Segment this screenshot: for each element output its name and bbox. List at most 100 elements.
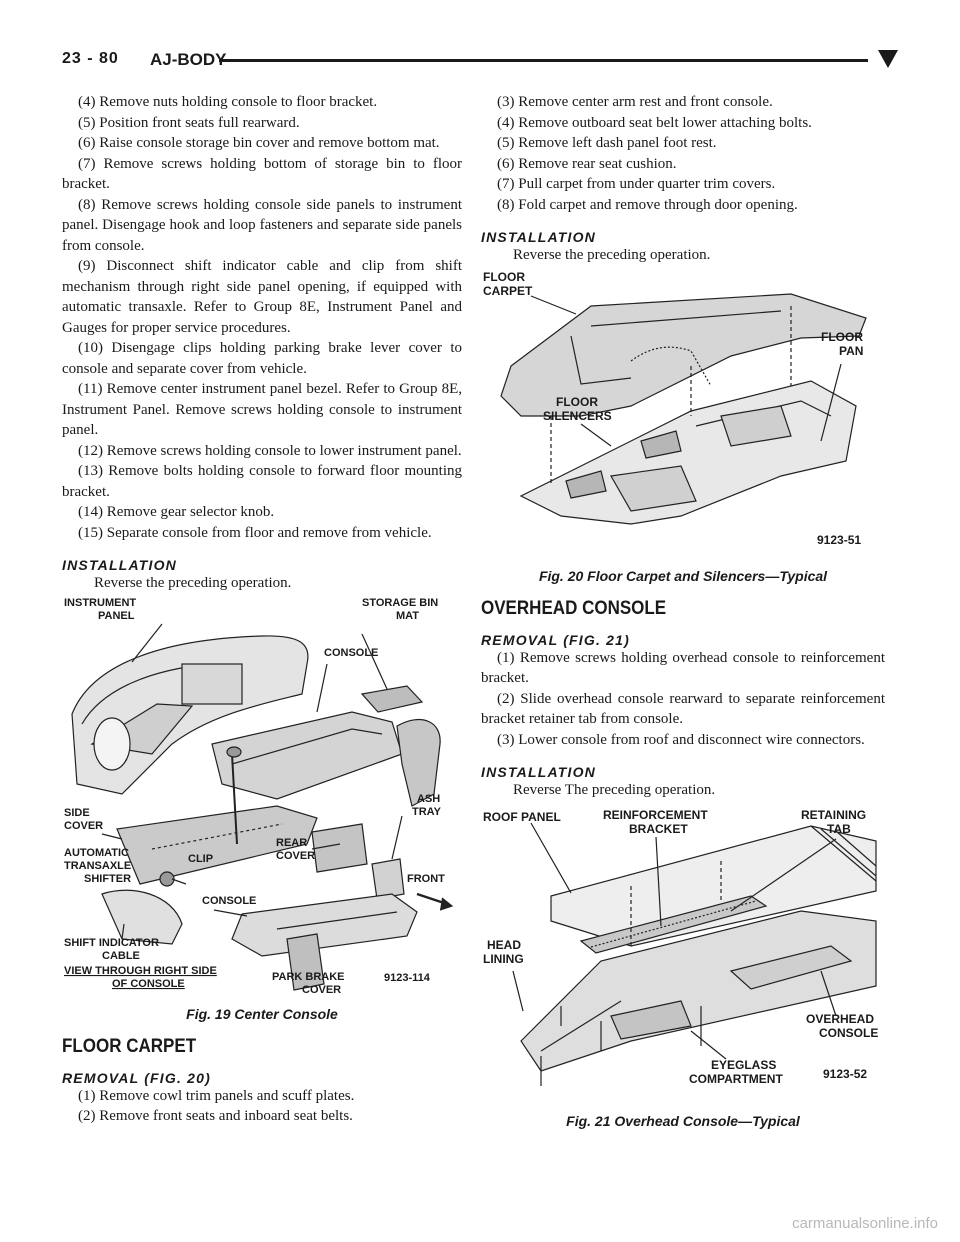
fig19-label-park-cover: COVER <box>302 984 341 996</box>
step: (5) Remove left dash panel foot rest. <box>497 135 717 151</box>
svg-text:REINFORCEMENT: REINFORCEMENT <box>603 808 708 822</box>
svg-text:PANEL: PANEL <box>98 610 135 622</box>
svg-text:STORAGE BIN: STORAGE BIN <box>362 597 438 609</box>
fig19-label-rear: REAR <box>276 837 307 849</box>
fig21-label-eyeglass: EYEGLASS <box>711 1058 776 1072</box>
svg-text:LINING: LINING <box>483 952 524 966</box>
svg-text:COVER: COVER <box>276 850 315 862</box>
step: (3) Remove center arm rest and front con… <box>497 94 773 110</box>
right-column: (3) Remove center arm rest and front con… <box>481 92 885 1129</box>
svg-text:AUTOMATIC: AUTOMATIC <box>64 847 129 859</box>
floor-carpet-heading: FLOOR CARPET <box>62 1034 197 1056</box>
fig19-label-cover: COVER <box>64 820 103 832</box>
svg-text:CABLE: CABLE <box>102 950 140 962</box>
fig19-label-cable: CABLE <box>102 950 140 962</box>
step: (12) Remove screws holding console to lo… <box>78 442 462 459</box>
svg-text:ASH: ASH <box>417 793 440 805</box>
svg-text:COMPARTMENT: COMPARTMENT <box>689 1072 783 1086</box>
fig21-label-compartment: COMPARTMENT <box>689 1072 783 1086</box>
step: (5) Position front seats full rearward. <box>78 114 300 131</box>
step: (7) Pull carpet from under quarter trim … <box>497 176 776 192</box>
svg-text:FLOOR: FLOOR <box>821 330 863 344</box>
step: (8) Remove screws holding console side p… <box>62 196 462 254</box>
svg-text:FLOOR: FLOOR <box>483 270 525 284</box>
fig19-label-mat: MAT <box>396 610 419 622</box>
fig19-label-automatic: AUTOMATIC <box>64 847 129 859</box>
installation-text: Reverse the preceding operation. <box>513 247 711 263</box>
fig19-label-console-top: CONSOLE <box>324 647 378 659</box>
fig19-label-view-through: VIEW THROUGH RIGHT SIDE <box>64 965 217 977</box>
step: (13) Remove bolts holding console to for… <box>62 463 462 500</box>
left-column: (4) Remove nuts holding console to floor… <box>62 92 462 1127</box>
removal-fig21-heading: REMOVAL (FIG. 21) <box>481 631 631 648</box>
fig21-label-bracket: BRACKET <box>629 822 688 836</box>
svg-text:BRACKET: BRACKET <box>629 822 688 836</box>
fig19-label-shift-indicator: SHIFT INDICATOR <box>64 937 159 949</box>
step: (15) Separate console from floor and rem… <box>78 524 432 541</box>
svg-text:CARPET: CARPET <box>483 284 533 298</box>
svg-text:SHIFTER: SHIFTER <box>84 873 131 885</box>
step: (7) Remove screws holding bottom of stor… <box>62 155 462 193</box>
svg-text:REAR: REAR <box>276 837 307 849</box>
svg-text:HEAD: HEAD <box>487 938 521 952</box>
figure-21-caption: Fig. 21 Overhead Console—Typical <box>566 1112 800 1129</box>
fig21-label-overhead: OVERHEAD <box>806 1012 874 1026</box>
figure-21-overhead-console: ROOF PANEL REINFORCEMENT BRACKET RETAINI… <box>483 808 878 1086</box>
svg-text:SHIFT INDICATOR: SHIFT INDICATOR <box>64 937 159 949</box>
page-header: 23 - 80 AJ-BODY <box>62 46 898 74</box>
fig21-label-reinforcement: REINFORCEMENT <box>603 808 708 822</box>
fig19-label-tray: TRAY <box>412 806 442 818</box>
header-rule <box>219 59 868 62</box>
svg-text:EYEGLASS: EYEGLASS <box>711 1058 776 1072</box>
watermark: carmanualsonline.info <box>792 1215 938 1232</box>
svg-text:COVER: COVER <box>302 984 341 996</box>
svg-text:9123-52: 9123-52 <box>823 1067 867 1081</box>
step: (2) Remove front seats and inboard seat … <box>78 1108 353 1124</box>
fig19-label-side: SIDE <box>64 807 90 819</box>
fig21-label-console: CONSOLE <box>819 1026 878 1040</box>
fig19-label-park-brake: PARK BRAKE <box>272 971 345 983</box>
svg-text:VIEW THROUGH RIGHT SIDE: VIEW THROUGH RIGHT SIDE <box>64 965 217 977</box>
fig21-label-head: HEAD <box>487 938 521 952</box>
fig19-label-of-console: OF CONSOLE <box>112 978 185 990</box>
svg-text:FRONT: FRONT <box>407 873 445 885</box>
fig19-label-transaxle: TRANSAXLE <box>64 860 131 872</box>
fig19-label-shifter: SHIFTER <box>84 873 131 885</box>
fig21-label-tab: TAB <box>827 822 851 836</box>
step: (9) Disconnect shift indicator cable and… <box>62 258 462 336</box>
installation-2-heading: INSTALLATION <box>481 764 596 780</box>
step: (11) Remove center instrument panel beze… <box>62 381 462 438</box>
fig20-label-floor-sil: FLOOR <box>556 395 598 409</box>
svg-text:CONSOLE: CONSOLE <box>324 647 378 659</box>
figure-20-floor-carpet: FLOOR CARPET FLOOR PAN FLOOR SILENCERS 9… <box>483 270 867 547</box>
step: (14) Remove gear selector knob. <box>78 504 275 520</box>
step: (4) Remove nuts holding console to floor… <box>78 94 378 110</box>
figure-19-caption: Fig. 19 Center Console <box>186 1005 338 1022</box>
installation-2-text: Reverse The preceding operation. <box>513 782 716 798</box>
svg-text:9123-51: 9123-51 <box>817 533 861 547</box>
step: (2) Slide overhead console rearward to s… <box>481 690 885 728</box>
fig19-label-panel: PANEL <box>98 610 135 622</box>
fig21-label-retaining: RETAINING <box>801 808 866 822</box>
svg-text:TRANSAXLE: TRANSAXLE <box>64 860 131 872</box>
down-triangle-icon <box>878 50 898 68</box>
fig20-label-silencers: SILENCERS <box>543 409 612 423</box>
svg-text:SIDE: SIDE <box>64 807 90 819</box>
fig20-code: 9123-51 <box>817 533 861 547</box>
fig20-label-floor-pan-1: FLOOR <box>821 330 863 344</box>
fig19-code: 9123-114 <box>384 972 431 984</box>
figure-19-center-console: INSTRUMENT PANEL STORAGE BIN MAT CONSOLE… <box>64 597 454 996</box>
step: (3) Lower console from roof and disconne… <box>497 731 865 748</box>
svg-text:RETAINING: RETAINING <box>801 808 866 822</box>
svg-text:SILENCERS: SILENCERS <box>543 409 612 423</box>
fig21-label-roof-panel: ROOF PANEL <box>483 810 561 824</box>
fig19-label-front: FRONT <box>407 873 445 885</box>
step: (6) Raise console storage bin cover and … <box>78 135 440 151</box>
svg-text:COVER: COVER <box>64 820 103 832</box>
svg-text:OVERHEAD: OVERHEAD <box>806 1012 874 1026</box>
svg-text:9123-114: 9123-114 <box>384 972 431 984</box>
svg-text:CLIP: CLIP <box>188 853 213 865</box>
page-number: 23 - 80 <box>62 50 119 67</box>
fig19-label-instrument: INSTRUMENT <box>64 597 136 609</box>
fig20-label-carpet: CARPET <box>483 284 533 298</box>
